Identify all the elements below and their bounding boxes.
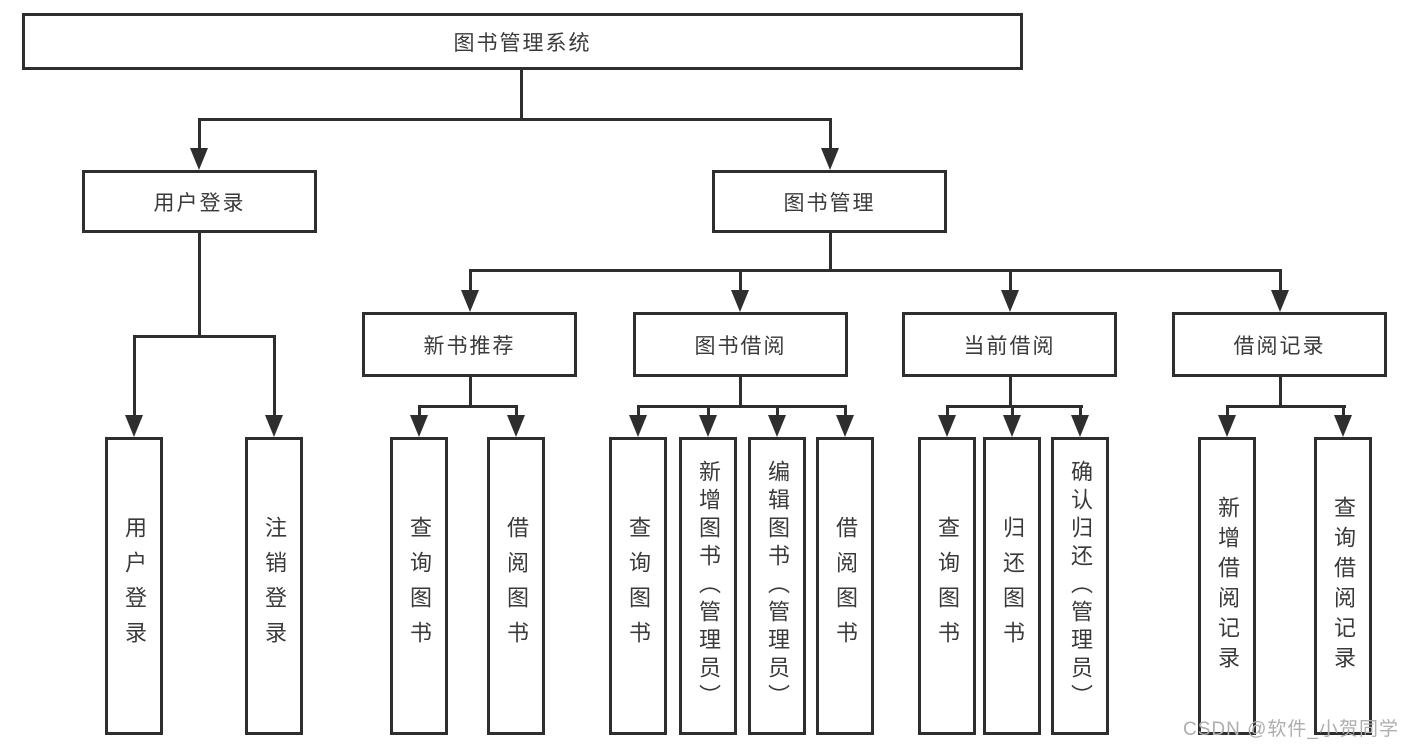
- node-leaf-logout: 注销登录: [245, 437, 303, 735]
- arrow-down-icon: [629, 415, 647, 437]
- node-leaf-confirm-return-admin: 确认归还（管理员）: [1051, 437, 1109, 735]
- arrow-down-icon: [265, 415, 283, 437]
- connector-line: [418, 405, 421, 415]
- node-leaf-edit-book-admin: 编辑图书（管理员）: [748, 437, 806, 735]
- csdn-watermark: CSDN @软件_小贺同学: [1183, 719, 1399, 740]
- connector-line: [637, 405, 640, 415]
- connector-line: [637, 405, 847, 408]
- connector-line: [469, 269, 1282, 272]
- connector-line: [1279, 269, 1282, 290]
- node-user-login: 用户登录: [82, 170, 317, 233]
- connector-line: [776, 405, 779, 415]
- node-leaf-query-books-recommend: 查询图书: [390, 437, 448, 735]
- arrow-down-icon: [125, 415, 143, 437]
- connector-line: [1342, 405, 1345, 415]
- arrow-down-icon: [190, 148, 208, 170]
- arrow-down-icon: [461, 290, 479, 312]
- connector-line: [829, 233, 832, 272]
- node-leaf-query-books-current: 查询图书: [918, 437, 976, 735]
- connector-line: [469, 269, 472, 290]
- arrow-down-icon: [1003, 415, 1021, 437]
- arrow-down-icon: [1071, 415, 1089, 437]
- connector-line: [273, 335, 276, 415]
- node-leaf-return-books: 归还图书: [983, 437, 1041, 735]
- connector-line: [515, 405, 518, 415]
- arrow-down-icon: [836, 415, 854, 437]
- node-book-borrowing: 图书借阅: [633, 312, 848, 377]
- arrow-down-icon: [768, 415, 786, 437]
- arrow-down-icon: [1334, 415, 1352, 437]
- arrow-down-icon: [699, 415, 717, 437]
- arrow-down-icon: [731, 290, 749, 312]
- connector-line: [1009, 269, 1012, 290]
- connector-line: [418, 405, 518, 408]
- connector-line: [469, 377, 472, 407]
- arrow-down-icon: [1271, 290, 1289, 312]
- node-leaf-add-book-admin: 新增图书（管理员）: [679, 437, 737, 735]
- connector-line: [1226, 405, 1229, 415]
- connector-line: [198, 233, 201, 335]
- connector-line: [707, 405, 710, 415]
- node-new-book-recommendation: 新书推荐: [362, 312, 577, 377]
- arrow-down-icon: [938, 415, 956, 437]
- node-book-management: 图书管理: [712, 170, 947, 233]
- connector-line: [133, 335, 136, 415]
- connector-line: [1079, 405, 1082, 415]
- arrow-down-icon: [507, 415, 525, 437]
- node-leaf-query-books-borrow: 查询图书: [609, 437, 667, 735]
- connector-line: [844, 405, 847, 415]
- connector-line: [1279, 377, 1282, 407]
- node-leaf-add-borrow-record: 新增借阅记录: [1198, 437, 1256, 735]
- arrow-down-icon: [1218, 415, 1236, 437]
- node-borrowing-records: 借阅记录: [1172, 312, 1387, 377]
- connector-line: [739, 377, 742, 407]
- node-leaf-borrow-books: 借阅图书: [816, 437, 874, 735]
- node-leaf-borrow-books-recommend: 借阅图书: [487, 437, 545, 735]
- connector-line: [133, 335, 276, 338]
- arrow-down-icon: [1001, 290, 1019, 312]
- connector-line: [946, 405, 949, 415]
- node-leaf-user-login: 用户登录: [105, 437, 163, 735]
- connector-line: [198, 118, 832, 121]
- connector-line: [1011, 405, 1014, 415]
- connector-line: [1226, 405, 1346, 408]
- connector-line: [520, 70, 523, 120]
- connector-line: [829, 118, 832, 150]
- connector-line: [1009, 377, 1012, 407]
- node-leaf-query-borrow-record: 查询借阅记录: [1314, 437, 1372, 735]
- connector-line: [198, 118, 201, 150]
- node-library-management-system: 图书管理系统: [22, 13, 1023, 70]
- node-current-borrowing: 当前借阅: [902, 312, 1117, 377]
- connector-line: [739, 269, 742, 290]
- connector-line: [946, 405, 1083, 408]
- arrow-down-icon: [821, 148, 839, 170]
- arrow-down-icon: [410, 415, 428, 437]
